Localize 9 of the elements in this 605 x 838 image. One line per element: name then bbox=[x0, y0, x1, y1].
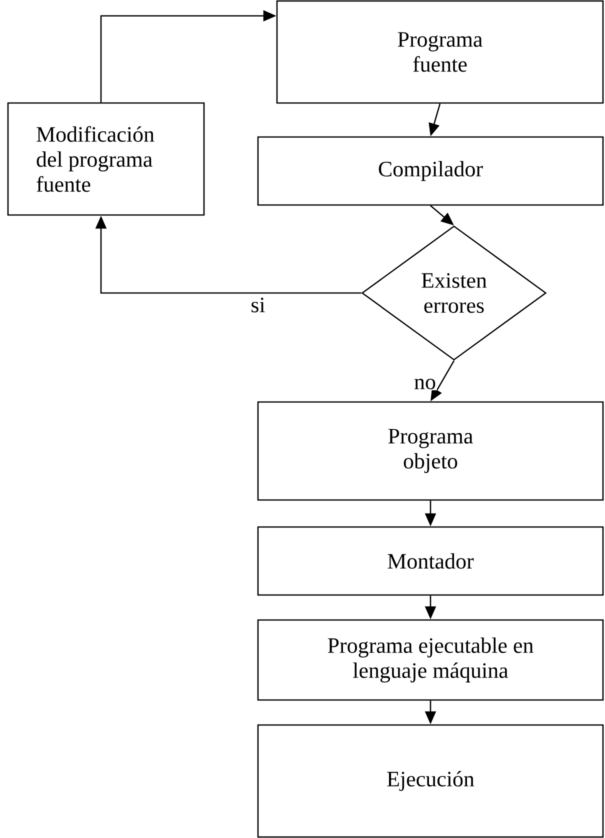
process-box: Montador bbox=[257, 526, 604, 596]
process-box: Programa ejecutable en lenguaje máquina bbox=[257, 619, 604, 701]
edge-label: no bbox=[413, 378, 437, 390]
process-box: Modificación del programa fuente bbox=[7, 102, 205, 216]
edge-label: si bbox=[250, 296, 266, 314]
process-box: Compilador bbox=[257, 136, 604, 206]
process-box: Programa fuente bbox=[276, 0, 604, 104]
process-box: Programa objeto bbox=[257, 401, 604, 501]
process-box: Ejecución bbox=[257, 724, 604, 838]
